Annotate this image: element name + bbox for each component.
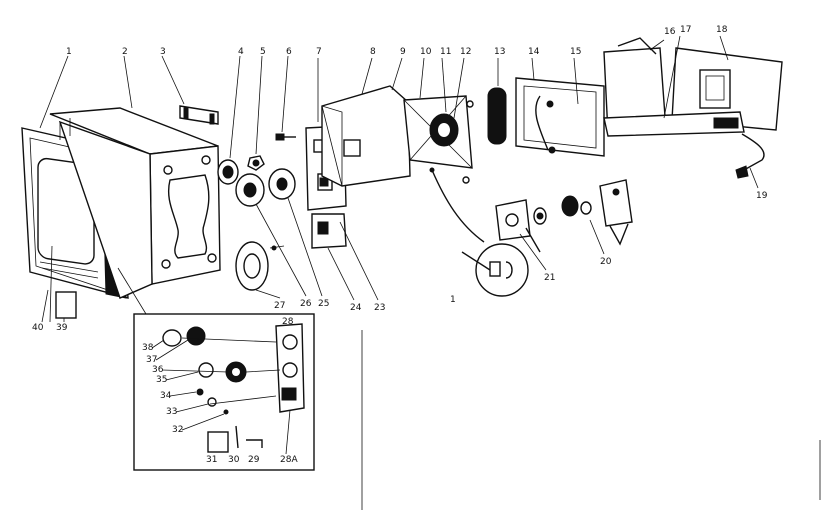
tuner-mechanism: [533, 179, 633, 246]
callout-24: 24: [350, 303, 362, 313]
mounting-bracket: [495, 199, 541, 253]
callout-5: 5: [260, 47, 266, 57]
cabinet: [49, 107, 221, 299]
callout-28a: 28A: [280, 455, 298, 465]
callout-12: 12: [460, 47, 471, 57]
callout-32: 32: [172, 425, 183, 435]
callout-8: 8: [370, 47, 376, 57]
callout-4: 4: [238, 47, 244, 57]
callout-25: 25: [318, 299, 329, 309]
callout-20: 20: [600, 257, 612, 267]
callout-1-detail: 1: [450, 295, 456, 305]
callout-30: 30: [228, 455, 240, 465]
callout-40: 40: [32, 323, 44, 333]
callout-6: 6: [286, 47, 292, 57]
callout-28: 28: [282, 317, 294, 327]
callout-27: 27: [274, 301, 285, 311]
rear-panel: [603, 37, 783, 137]
capacitor: [487, 87, 507, 145]
callout-17: 17: [680, 25, 691, 35]
callout-21: 21: [544, 273, 555, 283]
callout-2: 2: [122, 47, 128, 57]
callout-38: 38: [142, 343, 154, 353]
label-plate: [55, 291, 77, 319]
callout-31: 31: [206, 455, 217, 465]
callout-34: 34: [160, 391, 172, 401]
speaker: [235, 241, 285, 291]
callout-23: 23: [374, 303, 385, 313]
callout-29: 29: [248, 455, 260, 465]
control-knob-right: [268, 168, 296, 200]
callout-26: 26: [300, 299, 312, 309]
deflection-yoke: [403, 95, 474, 184]
knob: [217, 159, 239, 185]
screw: [275, 133, 296, 141]
bracket: [179, 105, 219, 125]
lead-wire: [431, 169, 485, 243]
callout-9: 9: [400, 47, 406, 57]
callout-36: 36: [152, 365, 164, 375]
power-cord: [735, 133, 765, 179]
inset-detail-box: [133, 313, 315, 471]
nut: [247, 155, 265, 171]
picture-tube: [321, 85, 420, 187]
callout-35: 35: [156, 375, 167, 385]
callout-3: 3: [160, 47, 166, 57]
callout-14: 14: [528, 47, 540, 57]
callout-19: 19: [756, 191, 768, 201]
callout-11: 11: [440, 47, 451, 57]
callout-15: 15: [570, 47, 581, 57]
callout-16: 16: [664, 27, 676, 37]
detail-circle: [461, 243, 529, 297]
control-knob-left: [235, 173, 265, 207]
callout-1: 1: [66, 47, 72, 57]
callout-33: 33: [166, 407, 177, 417]
callout-39: 39: [56, 323, 68, 333]
callout-18: 18: [716, 25, 728, 35]
callout-37: 37: [146, 355, 157, 365]
callout-7: 7: [316, 47, 322, 57]
callout-10: 10: [420, 47, 432, 57]
callout-13: 13: [494, 47, 505, 57]
chassis-board: [515, 77, 605, 157]
